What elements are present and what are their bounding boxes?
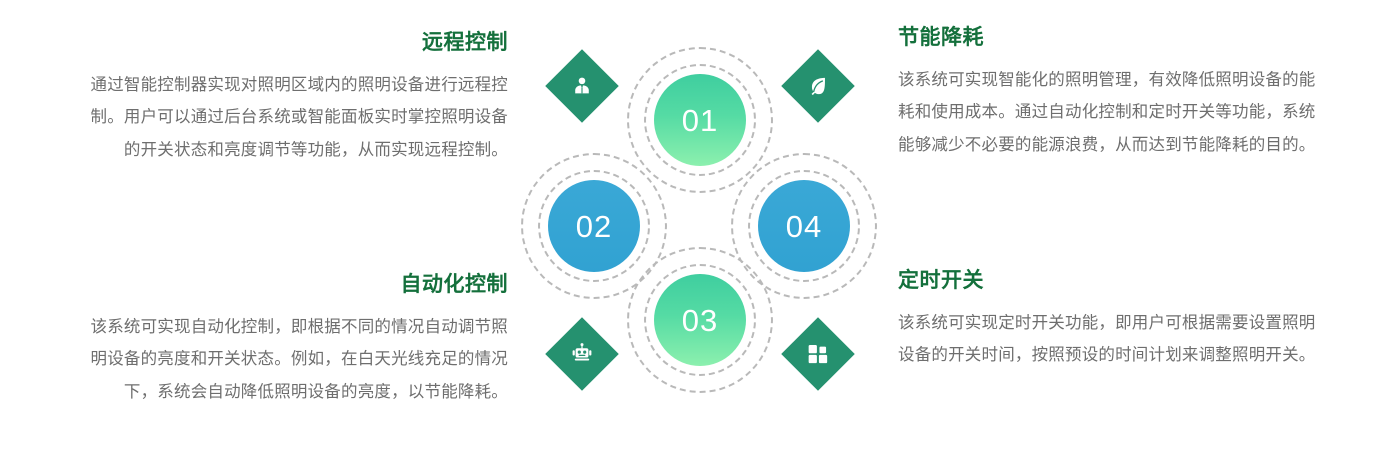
feature-block-energy-saving: 节能降耗 该系统可实现智能化的照明管理，有效降低照明设备的能耗和使用成本。通过自…	[898, 25, 1318, 161]
diagram-node-02[interactable]: 02	[548, 180, 640, 272]
feature-block-automation-control: 自动化控制 该系统可实现自动化控制，即根据不同的情况自动调节照明设备的亮度和开关…	[88, 272, 508, 408]
leaf-icon	[803, 71, 833, 101]
badge-grid[interactable]	[781, 317, 855, 391]
dashed-ring-outer-03	[627, 247, 773, 393]
feature-block-remote-control: 远程控制 通过智能控制器实现对照明区域内的照明设备进行远程控制。用户可以通过后台…	[88, 30, 508, 166]
node-number-03: 03	[681, 302, 719, 338]
dashed-ring-inner-02	[538, 170, 650, 282]
dashed-ring-inner-01	[644, 64, 756, 176]
dashed-ring-outer-02	[521, 153, 667, 299]
feature-body-remote-control: 通过智能控制器实现对照明区域内的照明设备进行远程控制。用户可以通过后台系统或智能…	[90, 76, 508, 159]
feature-body-energy-saving: 该系统可实现智能化的照明管理，有效降低照明设备的能耗和使用成本。通过自动化控制和…	[898, 71, 1316, 154]
person-icon	[567, 71, 597, 101]
diagram-node-01[interactable]: 01	[654, 74, 746, 166]
feature-heading-remote-control: 远程控制	[422, 31, 508, 54]
node-number-01: 01	[681, 102, 719, 138]
grid-icon	[803, 339, 833, 369]
badge-leaf[interactable]	[781, 49, 855, 123]
dashed-ring-inner-03	[644, 264, 756, 376]
feature-block-timer-switch: 定时开关 该系统可实现定时开关功能，即用户可根据需要设置照明设备的开关时间，按照…	[898, 268, 1318, 372]
robot-icon	[567, 339, 597, 369]
diagram-node-04[interactable]: 04	[758, 180, 850, 272]
feature-body-automation-control: 该系统可实现自动化控制，即根据不同的情况自动调节照明设备的亮度和开关状态。例如，…	[90, 318, 508, 401]
feature-heading-energy-saving: 节能降耗	[898, 26, 984, 49]
dashed-ring-outer-04	[731, 153, 877, 299]
node-number-02: 02	[575, 208, 613, 244]
badge-robot[interactable]	[545, 317, 619, 391]
diagram-node-03[interactable]: 03	[654, 274, 746, 366]
feature-heading-timer-switch: 定时开关	[898, 269, 984, 292]
badge-person[interactable]	[545, 49, 619, 123]
dashed-ring-outer-01	[627, 47, 773, 193]
node-number-04: 04	[785, 208, 823, 244]
feature-heading-automation-control: 自动化控制	[400, 273, 508, 296]
center-diagram: 01 02 03 04	[500, 0, 900, 465]
feature-body-timer-switch: 该系统可实现定时开关功能，即用户可根据需要设置照明设备的开关时间，按照预设的时间…	[898, 314, 1316, 365]
dashed-ring-inner-04	[748, 170, 860, 282]
